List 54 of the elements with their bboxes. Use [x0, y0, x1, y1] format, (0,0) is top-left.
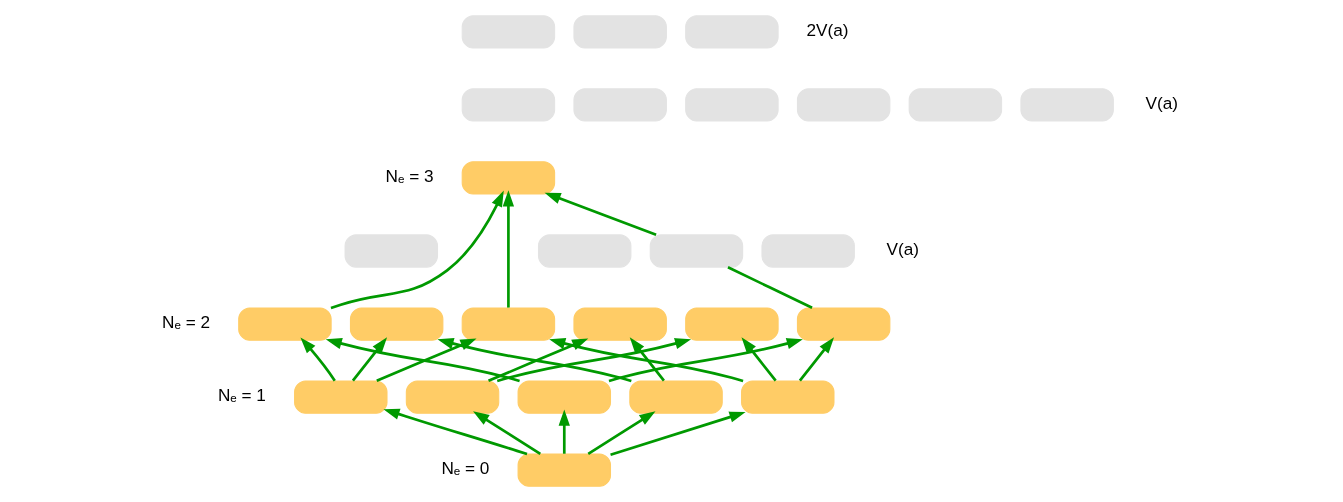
node-box: [572, 15, 667, 49]
arrow: [502, 190, 514, 308]
node-box: [461, 307, 555, 341]
label: Nₑ = 2: [161, 312, 210, 333]
connector: [726, 266, 813, 309]
arrow: [558, 409, 570, 454]
node-box: [461, 161, 555, 195]
arrow: [325, 338, 520, 383]
node-box: [684, 15, 779, 49]
label: V(a): [1144, 92, 1178, 113]
arrow: [299, 337, 336, 382]
node-box: [796, 88, 890, 122]
arrow: [609, 411, 746, 457]
arrow: [472, 411, 541, 456]
node-box: [684, 88, 779, 122]
arrow: [587, 411, 656, 456]
label: 2V(a): [806, 19, 849, 40]
node-box: [537, 234, 631, 268]
node-box: [1019, 88, 1114, 122]
node-box: [344, 234, 438, 268]
arrow: [436, 338, 632, 383]
node-box: [572, 307, 667, 341]
arrow: [548, 338, 743, 383]
node-box: [349, 307, 443, 341]
label: V(a): [886, 239, 919, 260]
arrow: [496, 338, 691, 383]
node-box: [461, 15, 555, 49]
label: Nₑ = 1: [217, 385, 266, 406]
arrow: [608, 338, 803, 383]
node-box: [405, 380, 499, 414]
node-box: [760, 234, 855, 268]
node-box: [628, 380, 723, 414]
node-box: [572, 88, 667, 122]
arrow: [740, 337, 777, 382]
arrow: [330, 190, 504, 310]
node-box: [796, 307, 890, 341]
arrow: [382, 408, 527, 456]
arrow: [487, 338, 588, 383]
arrow: [798, 337, 834, 382]
node-box: [649, 234, 743, 268]
arrow: [544, 192, 657, 236]
arrow: [629, 337, 665, 382]
label: Nₑ = 0: [440, 458, 489, 479]
node-box: [517, 380, 611, 414]
node-box: [237, 307, 332, 341]
node-box: [740, 380, 834, 414]
node-box: [293, 380, 388, 414]
node-box: [908, 88, 1002, 122]
node-box: [461, 88, 555, 122]
node-box: [517, 453, 611, 487]
node-box: [684, 307, 779, 341]
label: Nₑ = 3: [385, 166, 434, 187]
arrow: [351, 337, 387, 382]
arrow: [375, 338, 477, 383]
